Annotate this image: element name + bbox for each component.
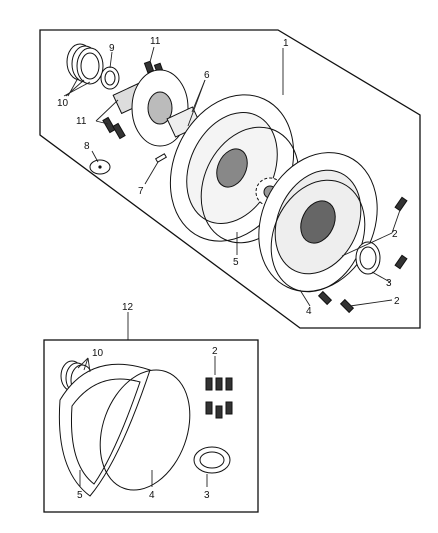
- callout-1: 1: [283, 38, 289, 49]
- leader-lines-main: [63, 46, 401, 307]
- callout-7: 7: [138, 186, 144, 197]
- callout-kit-4: 4: [149, 490, 155, 501]
- front-seal-3: [355, 241, 381, 275]
- kit-frame: [43, 339, 259, 513]
- callout-5: 5: [233, 257, 239, 268]
- callout-3: 3: [386, 278, 392, 289]
- bolts-2: [317, 196, 408, 314]
- callout-kit-5: 5: [77, 490, 83, 501]
- piston-rings-upper: [66, 43, 104, 85]
- stator-shaft: [112, 69, 202, 147]
- callout-kit-10: 10: [92, 348, 104, 359]
- thrust-washer-8: [89, 159, 111, 175]
- seal-kit-3: [193, 446, 231, 474]
- callout-11-top: 11: [150, 36, 161, 47]
- leader-lines-kit: [77, 356, 216, 487]
- callout-kit-3: 3: [204, 490, 210, 501]
- callout-9: 9: [109, 43, 115, 54]
- pump-housing: [258, 152, 378, 292]
- callout-2-right: 2: [392, 229, 398, 240]
- o-ring-kit-4: [99, 369, 191, 491]
- callout-12: 12: [122, 302, 134, 313]
- main-assembly-frame: [39, 29, 421, 329]
- callout-6: 6: [204, 70, 210, 81]
- dowel-pin-7: [154, 153, 168, 163]
- callout-8: 8: [84, 141, 90, 152]
- gasket-kit-5: [58, 363, 151, 497]
- callout-11-left: 11: [76, 116, 87, 127]
- callout-10: 10: [57, 98, 69, 109]
- bolts-11-left: [102, 116, 126, 140]
- bolts-kit-2: [205, 377, 233, 419]
- callout-4: 4: [306, 306, 312, 317]
- callout-kit-2: 2: [212, 346, 218, 357]
- seal-ring-9: [100, 66, 120, 90]
- callout-2-bottom: 2: [394, 296, 400, 307]
